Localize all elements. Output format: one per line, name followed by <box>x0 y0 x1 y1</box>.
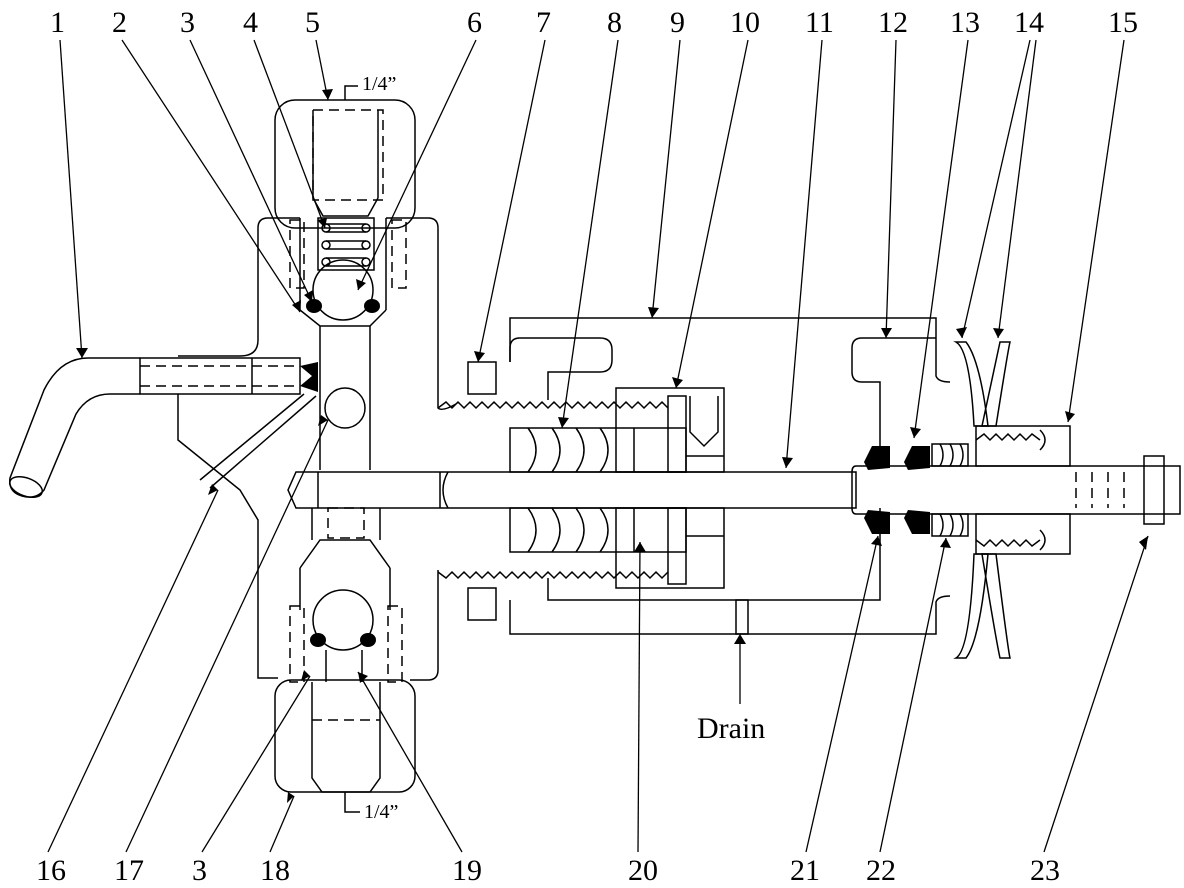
cylinder-housing <box>437 317 951 635</box>
callout-14: 14 <box>1014 6 1044 39</box>
callout-16: 16 <box>36 854 66 887</box>
callout-15: 15 <box>1108 6 1138 39</box>
bottom-callout-numbers: 16 17 3 18 19 20 21 22 23 <box>36 854 1060 887</box>
piston-stack <box>509 387 725 589</box>
leader-lines <box>47 39 1149 853</box>
callout-19: 19 <box>452 854 482 887</box>
port-labels: 1/4” 1/4” <box>362 73 398 823</box>
callout-20: 20 <box>628 854 658 887</box>
top-port-size-label: 1/4” <box>362 73 396 95</box>
callout-6: 6 <box>467 6 482 39</box>
callout-22: 22 <box>866 854 896 887</box>
callout-8: 8 <box>607 6 622 39</box>
output-shaft <box>851 341 1181 659</box>
valve-body <box>139 85 857 813</box>
callout-7: 7 <box>536 6 551 39</box>
callout-21: 21 <box>790 854 820 887</box>
bottom-port-size-label: 1/4” <box>364 801 398 823</box>
drain-label: Drain <box>697 712 765 745</box>
callout-3-bottom: 3 <box>192 854 207 887</box>
callout-11: 11 <box>805 6 834 39</box>
callout-12: 12 <box>878 6 908 39</box>
callout-13: 13 <box>950 6 980 39</box>
top-callout-numbers: 1 2 3 4 5 6 7 8 9 10 11 12 13 14 15 <box>50 6 1138 39</box>
handle-part <box>8 357 140 499</box>
callout-5: 5 <box>305 6 320 39</box>
callout-1: 1 <box>50 6 65 39</box>
callout-10: 10 <box>730 6 760 39</box>
callout-3: 3 <box>180 6 195 39</box>
callout-23: 23 <box>1030 854 1060 887</box>
callout-18: 18 <box>260 854 290 887</box>
leader-arrowheads <box>76 89 1148 803</box>
callout-4: 4 <box>243 6 258 39</box>
callout-17: 17 <box>114 854 144 887</box>
callout-2: 2 <box>112 6 127 39</box>
callout-9: 9 <box>670 6 685 39</box>
